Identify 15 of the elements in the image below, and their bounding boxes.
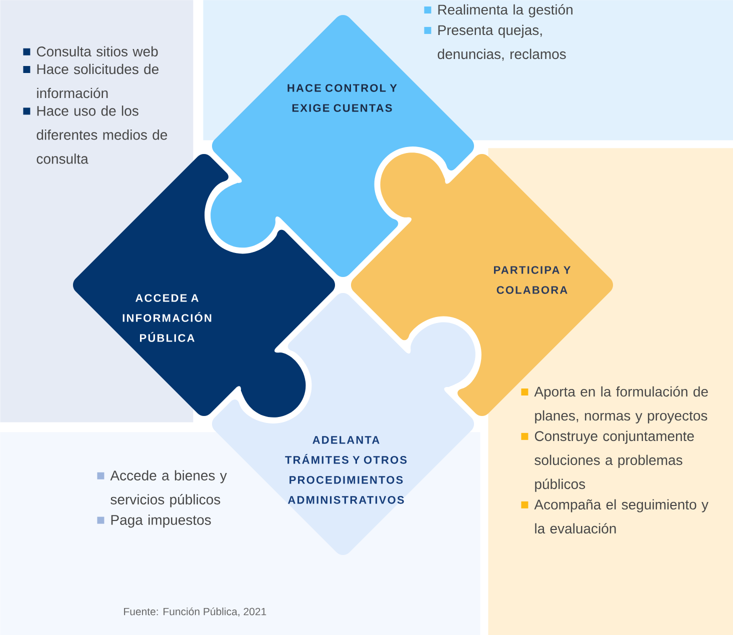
bullet-item: Construye conjuntamente soluciones a problemas públicos: [521, 430, 694, 492]
bullet-item: Accede a bienes y servicios públicos: [97, 470, 227, 508]
piece-label: PARTICIPA Y COLABORA: [494, 266, 571, 294]
bullet-item: Realimenta la gestión: [424, 4, 572, 18]
piece-label: HACE CONTROL Y EXIGE CUENTAS: [288, 84, 397, 112]
bullet-item: Aporta en la formulación de planes, normas y proyectos: [521, 386, 708, 424]
source-note: Fuente: Función Pública, 2021: [124, 607, 266, 617]
bullet-item: Presenta quejas, denuncias, reclamos: [424, 24, 566, 61]
bullet-item: Paga impuestos: [97, 514, 211, 528]
bullet-item: Acompaña el seguimiento y la evaluación: [521, 499, 708, 534]
piece-label: ACCEDE A INFORMACIÓN PÚBLICA: [122, 294, 212, 342]
bullet-item: Consulta sitios web: [23, 46, 158, 56]
bullet-item: Hace solicitudes de información: [23, 64, 159, 98]
piece-label: ADELANTA TRÁMITES Y OTROS PROCEDIMIENTOS ADMINISTRATIVOS: [285, 436, 407, 504]
bullet-item: Hace uso de los diferentes medios de consulta: [23, 106, 168, 164]
